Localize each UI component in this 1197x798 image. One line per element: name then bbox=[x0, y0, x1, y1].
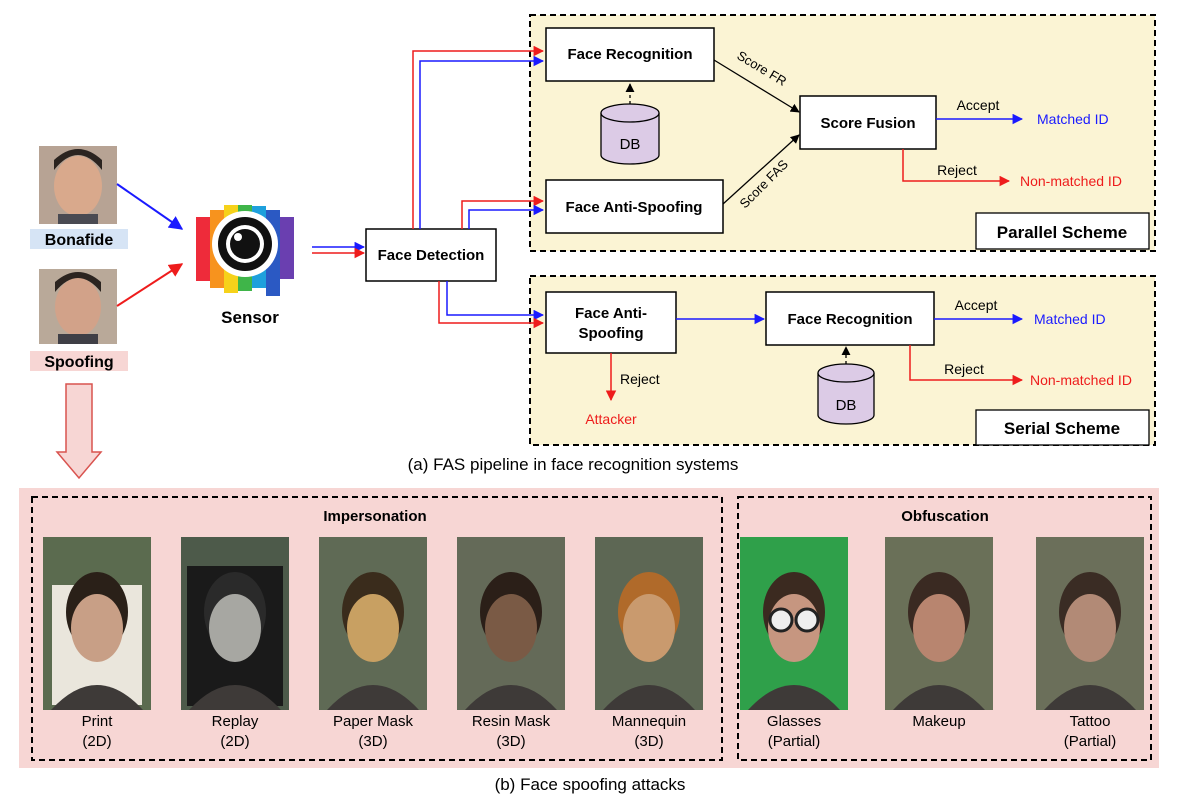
route-blue-to-parallel-fas bbox=[468, 204, 545, 229]
serial-attacker-label: Attacker bbox=[585, 411, 637, 427]
parallel-scheme-label: Parallel Scheme bbox=[997, 223, 1127, 242]
spoofing-to-sensor-arrow bbox=[116, 263, 184, 307]
serial-fas-label-line2: Spoofing bbox=[579, 325, 644, 342]
attack-name-label: Print bbox=[82, 713, 114, 730]
attack-dim-label: (2D) bbox=[82, 733, 111, 750]
sensor-label: Sensor bbox=[221, 308, 279, 327]
serial-face-recognition-label: Face Recognition bbox=[787, 311, 912, 328]
parallel-fas-label: Face Anti-Spoofing bbox=[566, 199, 703, 216]
serial-reject-label: Reject bbox=[944, 361, 984, 377]
parallel-db-cylinder bbox=[600, 103, 660, 165]
route-red-to-parallel-fas bbox=[461, 195, 545, 229]
attack-image-1 bbox=[181, 537, 289, 710]
attack-dim-label: (3D) bbox=[634, 733, 663, 750]
face-detection-label: Face Detection bbox=[378, 247, 485, 264]
serial-scheme-label-box bbox=[975, 409, 1150, 446]
bonafide-label-bg bbox=[30, 229, 128, 249]
spoofing-face-image bbox=[39, 269, 117, 344]
serial-db-label: DB bbox=[836, 397, 857, 414]
attack-thumbnails: Print (2D) Replay (2D) Paper Mask (3D) Resin M… bbox=[43, 537, 1144, 750]
attack-image-0 bbox=[43, 537, 151, 710]
attack-name-label: Tattoo bbox=[1070, 713, 1111, 730]
score-fr-arrow bbox=[713, 59, 800, 113]
attack-image-6 bbox=[885, 537, 993, 710]
serial-fas-box bbox=[545, 291, 677, 354]
attack-name-label: Paper Mask bbox=[333, 713, 414, 730]
parallel-scheme-label-box bbox=[975, 212, 1150, 250]
parallel-fas-box bbox=[545, 179, 724, 234]
obfuscation-group bbox=[737, 496, 1152, 761]
attack-dim-label: (Partial) bbox=[1064, 733, 1117, 750]
score-fas-arrow bbox=[722, 134, 800, 205]
attack-dim-label: (3D) bbox=[496, 733, 525, 750]
attack-image-7 bbox=[1036, 537, 1144, 710]
attack-image-5 bbox=[740, 537, 848, 710]
serial-scheme-label: Serial Scheme bbox=[1004, 419, 1120, 438]
impersonation-title: Impersonation bbox=[323, 508, 426, 525]
attack-image-3 bbox=[457, 537, 565, 710]
camera-icon bbox=[196, 205, 294, 296]
serial-fas-reject-label: Reject bbox=[620, 371, 660, 387]
serial-matched-label: Matched ID bbox=[1034, 311, 1106, 327]
attack-image-2 bbox=[319, 537, 427, 710]
attack-name-label: Replay bbox=[212, 713, 259, 730]
attack-dim-label: (2D) bbox=[220, 733, 249, 750]
spoofing-label: Spoofing bbox=[44, 354, 113, 371]
attack-name-label: Resin Mask bbox=[472, 713, 551, 730]
serial-fas-label-line1: Face Anti- bbox=[575, 305, 647, 322]
score-fusion-box bbox=[799, 95, 937, 150]
parallel-face-recognition-box bbox=[545, 27, 715, 82]
route-red-to-serial-fas bbox=[438, 281, 545, 329]
attack-image-4 bbox=[595, 537, 703, 710]
parallel-non-matched-label: Non-matched ID bbox=[1020, 173, 1122, 189]
serial-accept-label: Accept bbox=[955, 297, 998, 313]
serial-reject-arrow bbox=[909, 345, 1024, 386]
bonafide-to-sensor-arrow bbox=[116, 183, 184, 230]
bonafide-face-image bbox=[39, 146, 117, 224]
caption-a: (a) FAS pipeline in face recognition sys… bbox=[408, 455, 739, 474]
parallel-matched-label: Matched ID bbox=[1037, 111, 1109, 127]
parallel-accept-label: Accept bbox=[957, 97, 1000, 113]
spoofing-label-bg bbox=[30, 351, 128, 371]
attack-name-label: Mannequin bbox=[612, 713, 686, 730]
serial-non-matched-label: Non-matched ID bbox=[1030, 372, 1132, 388]
parallel-reject-label: Reject bbox=[937, 162, 977, 178]
impersonation-group bbox=[31, 496, 723, 761]
attack-name-label: Makeup bbox=[912, 713, 965, 730]
serial-db-cylinder bbox=[817, 363, 875, 425]
attack-dim-label: (3D) bbox=[358, 733, 387, 750]
obfuscation-title: Obfuscation bbox=[901, 508, 989, 525]
serial-face-recognition-box bbox=[765, 291, 935, 346]
caption-b: (b) Face spoofing attacks bbox=[495, 775, 686, 794]
attack-name-label: Glasses bbox=[767, 713, 821, 730]
score-fusion-label: Score Fusion bbox=[820, 115, 915, 132]
route-red-to-parallel-fr bbox=[412, 45, 545, 229]
parallel-db-label: DB bbox=[620, 136, 641, 153]
bonafide-label: Bonafide bbox=[45, 232, 114, 249]
spoofing-down-arrow bbox=[55, 383, 103, 480]
route-blue-to-parallel-fr bbox=[419, 55, 545, 229]
attack-dim-label: (Partial) bbox=[768, 733, 821, 750]
route-blue-to-serial-fas bbox=[446, 281, 545, 321]
face-detection-box bbox=[365, 228, 497, 282]
parallel-reject-arrow bbox=[902, 149, 1011, 187]
parallel-face-recognition-label: Face Recognition bbox=[567, 46, 692, 63]
